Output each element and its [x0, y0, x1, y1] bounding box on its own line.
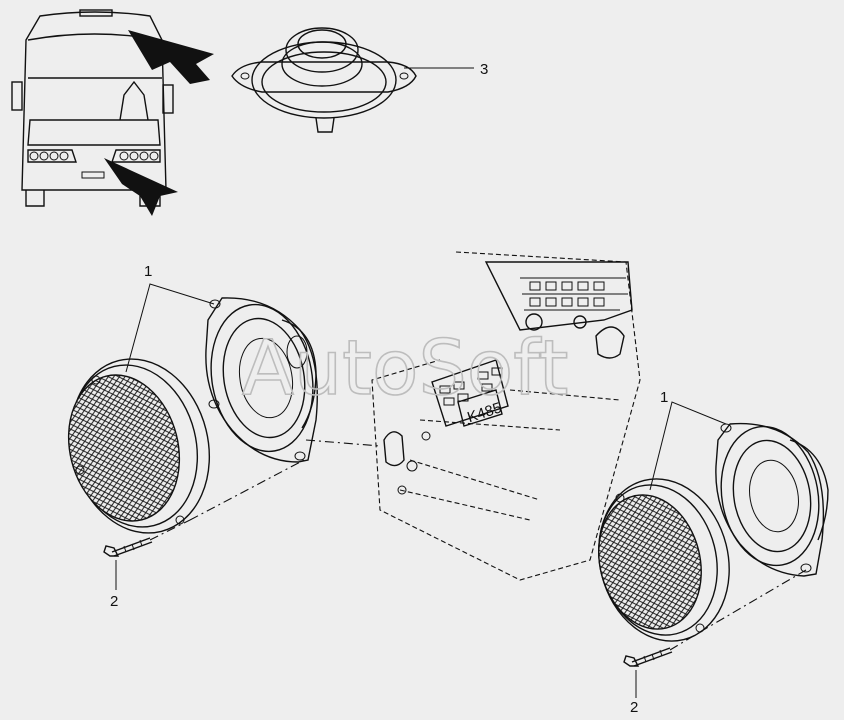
callout-2-left: 2: [110, 593, 118, 610]
right-grille-mesh: [598, 494, 702, 630]
bus-front-view: [11, 9, 214, 216]
callout-line-1-right: [649, 401, 727, 491]
tweeter-speaker: [231, 27, 474, 133]
left-grille-mesh: [67, 374, 181, 522]
callout-3: 3: [480, 61, 488, 78]
arrow-upper: [128, 30, 214, 84]
right-screw: [623, 647, 673, 667]
arrow-lower: [104, 158, 178, 216]
radio-console: K485: [371, 251, 641, 581]
callout-line-1-left: [125, 283, 215, 373]
watermark: AutoSoft: [242, 323, 568, 412]
callout-1-right: 1: [660, 389, 668, 406]
callout-1-left: 1: [144, 263, 152, 280]
left-screw: [103, 537, 153, 557]
callout-2-right: 2: [630, 699, 638, 716]
left-speaker-assembly: [67, 283, 381, 590]
right-speaker-assembly: [598, 401, 829, 698]
